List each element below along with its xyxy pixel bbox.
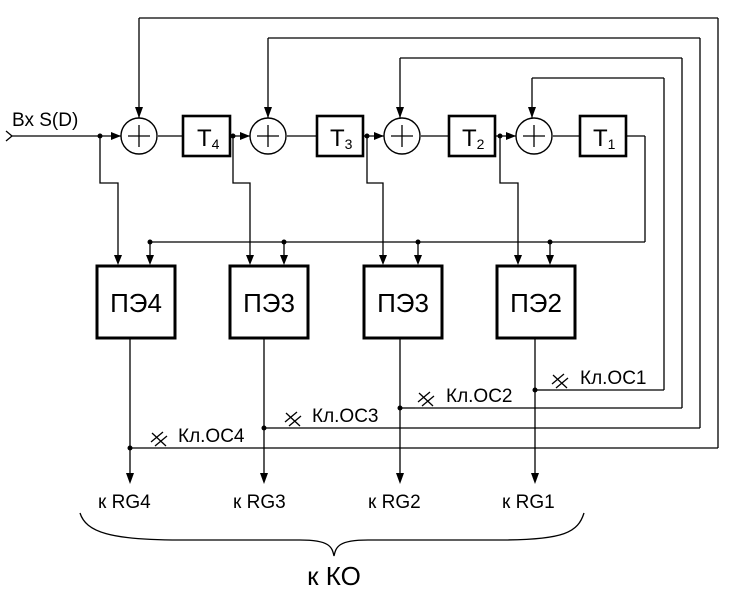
- delay-block-t3: T3: [315, 114, 365, 158]
- pe-block-4: ПЭ4: [95, 264, 177, 340]
- delay-block-t2: T2: [447, 114, 497, 158]
- feedback-loop-3: [264, 37, 701, 429]
- feedback-loop-2: [396, 57, 683, 409]
- delay-subscript: 2: [477, 136, 485, 152]
- pe-block-3a: ПЭ3: [228, 264, 310, 340]
- key-label-2: Кл.ОС2: [446, 386, 513, 407]
- output-label-rg1: к RG1: [502, 492, 555, 513]
- delay-subscript: 3: [345, 136, 353, 152]
- key-switch-2: [400, 391, 438, 409]
- delay-label: T: [593, 125, 608, 152]
- key-switch-3: [264, 411, 305, 429]
- adder-1: [515, 117, 553, 155]
- output-label-rg3: к RG3: [233, 492, 286, 513]
- feedback-loop-4: [135, 17, 719, 449]
- pe-block-label: ПЭ3: [377, 288, 429, 318]
- key-label-4: Кл.ОС4: [178, 426, 245, 447]
- pe-block-label: ПЭ4: [110, 288, 162, 318]
- output-label-rg2: к RG2: [368, 492, 421, 513]
- adder-2: [383, 117, 421, 155]
- key-label-1: Кл.ОС1: [580, 368, 647, 389]
- delay-block-t1: T1: [578, 114, 628, 158]
- delay-label: T: [197, 125, 212, 152]
- pe-block-label: ПЭ2: [510, 288, 562, 318]
- pe-block-3b: ПЭ3: [362, 264, 444, 340]
- pe-block-label: ПЭ3: [243, 288, 295, 318]
- pe-block-2: ПЭ2: [495, 264, 577, 340]
- svg-text:T4: T4: [197, 125, 220, 152]
- delay-block-t4: T4: [181, 114, 232, 158]
- feedback-loop-1: [528, 77, 665, 391]
- svg-text:T2: T2: [462, 125, 485, 152]
- bottom-brace: [79, 512, 585, 557]
- delay-subscript: 1: [608, 136, 616, 152]
- output-lines: [126, 338, 539, 484]
- key-switch-1: [535, 373, 572, 391]
- svg-text:T1: T1: [593, 125, 616, 152]
- output-label-rg4: к RG4: [98, 492, 151, 513]
- svg-text:T3: T3: [330, 125, 353, 152]
- key-label-3: Кл.ОС3: [312, 406, 379, 427]
- delay-subscript: 4: [212, 136, 220, 152]
- adder-3: [249, 117, 287, 155]
- delay-label: T: [462, 125, 477, 152]
- adder-4: [120, 117, 158, 155]
- delay-label: T: [330, 125, 345, 152]
- common-bus: [146, 241, 645, 265]
- tap-lines: [99, 136, 522, 265]
- key-switch-4: [130, 431, 175, 449]
- bottom-label: к КО: [307, 561, 361, 591]
- input-label: Вх S(D): [12, 110, 78, 131]
